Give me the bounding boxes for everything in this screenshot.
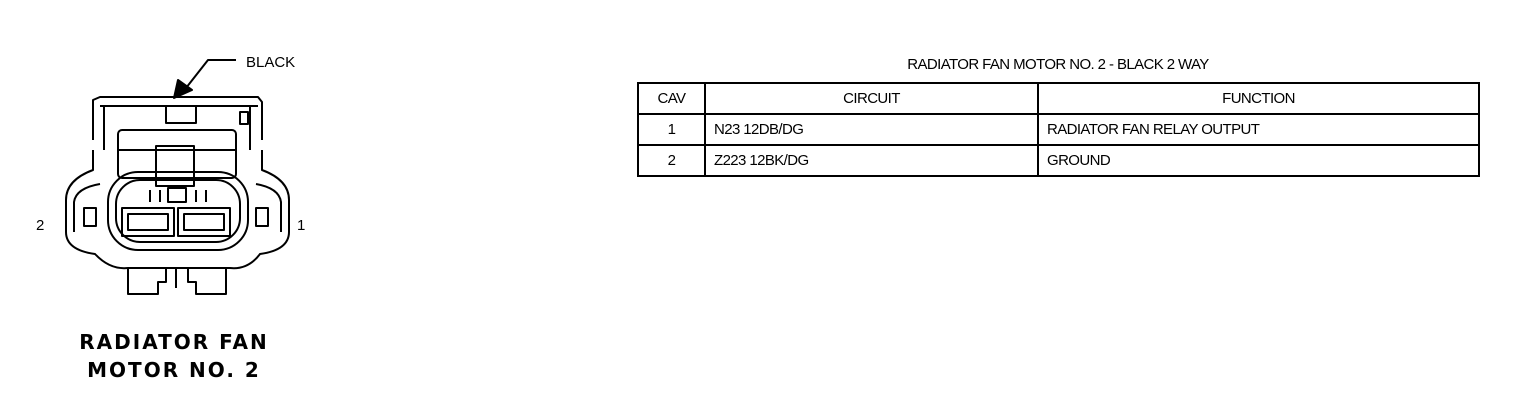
connector-name: RADIATOR FAN MOTOR NO. 2	[60, 328, 288, 384]
header-cav: CAV	[637, 82, 706, 115]
pin-1-tab	[255, 207, 269, 227]
cell-cav: 2	[637, 144, 706, 177]
connector-name-line1: RADIATOR FAN	[79, 330, 269, 354]
connector-name-line2: MOTOR NO. 2	[87, 358, 261, 382]
table-row: 1 N23 12DB/DG RADIATOR FAN RELAY OUTPUT	[637, 113, 1480, 146]
header-function: FUNCTION	[1037, 82, 1480, 115]
connector-bottom-feet	[127, 268, 227, 295]
header-circuit: CIRCUIT	[704, 82, 1039, 115]
arrow-icon	[173, 79, 193, 99]
connector-drawing: BLACK 2 1	[36, 54, 305, 295]
pin-1-label: 1	[297, 217, 305, 234]
cavity-frame	[107, 171, 249, 251]
color-leader-line	[185, 59, 236, 89]
pinout-table: CAV CIRCUIT FUNCTION 1 N23 12DB/DG RADIA…	[637, 82, 1480, 177]
pin-2-tab	[83, 207, 97, 227]
cell-circuit: Z223 12BK/DG	[704, 144, 1039, 177]
cell-circuit: N23 12DB/DG	[704, 113, 1039, 146]
cell-cav: 1	[637, 113, 706, 146]
pin-2-label: 2	[36, 217, 44, 234]
connector-housing	[65, 150, 290, 270]
connector-top-cap	[92, 96, 263, 140]
table-row: 2 Z223 12BK/DG GROUND	[637, 144, 1480, 177]
pinout-table-title: RADIATOR FAN MOTOR NO. 2 - BLACK 2 WAY	[907, 56, 1209, 73]
connector-color-label: BLACK	[246, 54, 295, 71]
connector-latch-window	[117, 129, 237, 179]
cavity-1	[177, 207, 231, 237]
cavity-2	[121, 207, 175, 237]
cell-function: RADIATOR FAN RELAY OUTPUT	[1037, 113, 1480, 146]
table-header-row: CAV CIRCUIT FUNCTION	[637, 82, 1480, 115]
cell-function: GROUND	[1037, 144, 1480, 177]
